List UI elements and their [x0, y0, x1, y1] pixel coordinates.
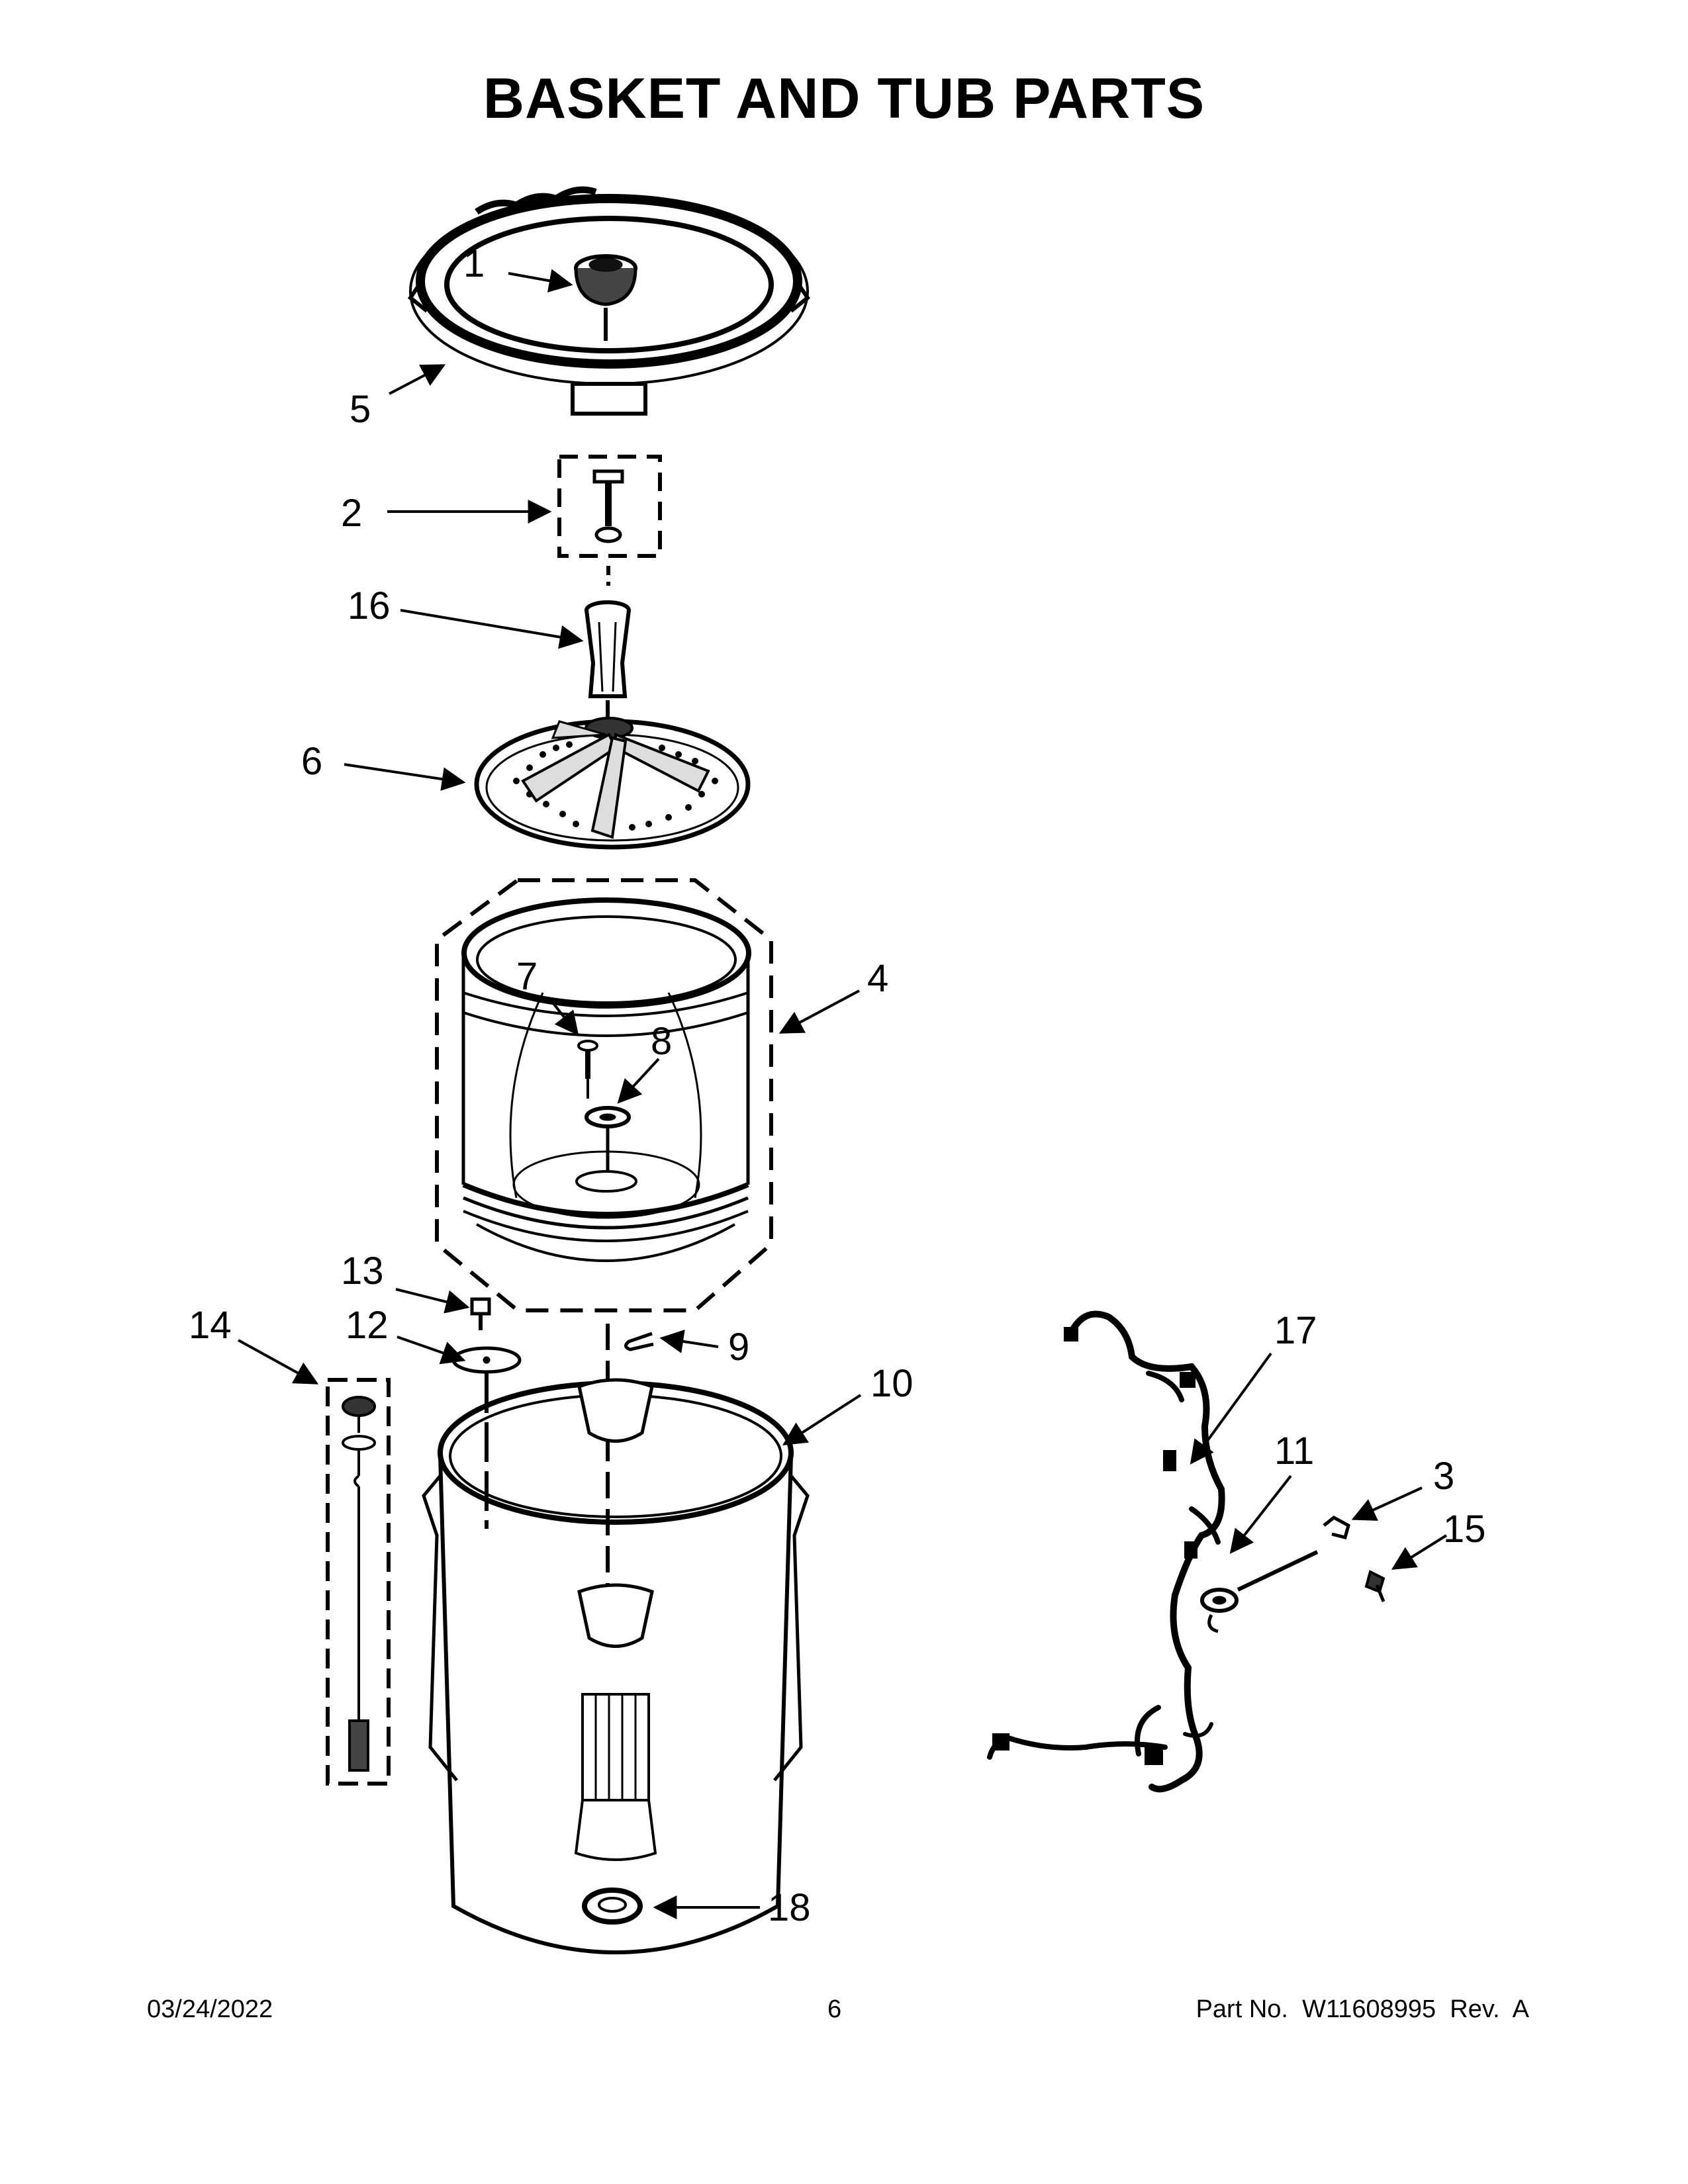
wire-harness [990, 1314, 1222, 1790]
wash-basket [437, 880, 771, 1310]
callout-11: 11 [1274, 1430, 1314, 1473]
impeller [477, 718, 748, 847]
callout-3: 3 [1433, 1455, 1454, 1498]
callout-12: 12 [346, 1304, 389, 1347]
harness-clip [1324, 1518, 1348, 1537]
footer-part-number: Part No. W11608995 Rev. A [1196, 1995, 1529, 2023]
callout-5: 5 [350, 388, 371, 431]
basket-screw [579, 1041, 597, 1099]
callout-6: 6 [301, 740, 322, 783]
tub-ring [410, 190, 808, 414]
impeller-shaft [586, 602, 629, 721]
callout-8: 8 [651, 1020, 672, 1063]
footer-date: 03/24/2022 [147, 1995, 273, 2023]
callout-15: 15 [1443, 1508, 1486, 1551]
footer-page-number: 6 [827, 1995, 842, 2023]
callout-13: 13 [341, 1250, 384, 1293]
callout-16: 16 [348, 584, 391, 627]
drive-bolt [559, 457, 660, 586]
agitator-cap [576, 256, 635, 341]
callout-10: 10 [870, 1362, 914, 1405]
callout-4: 4 [867, 957, 888, 1000]
callout-9: 9 [728, 1326, 749, 1369]
callout-1: 1 [463, 242, 485, 285]
callout-18: 18 [768, 1886, 811, 1929]
suspension-rod [328, 1380, 389, 1784]
harness-screw [1366, 1572, 1383, 1602]
callout-17: 17 [1274, 1309, 1317, 1352]
callout-7: 7 [516, 955, 538, 998]
callout-labels: 1 5 2 16 6 4 7 8 13 12 14 9 10 17 11 3 1… [189, 242, 1486, 1929]
outer-tub [424, 1380, 808, 1952]
callout-14: 14 [189, 1304, 232, 1347]
page-title: BASKET AND TUB PARTS [483, 67, 1205, 130]
tub-clip [626, 1334, 653, 1349]
callout-2: 2 [341, 492, 362, 535]
leader-lines [238, 269, 1448, 1919]
harness-grommet [1202, 1552, 1317, 1631]
tub-seal [585, 1890, 640, 1922]
basket-hub [586, 1108, 629, 1171]
tub-bolt [472, 1299, 489, 1330]
